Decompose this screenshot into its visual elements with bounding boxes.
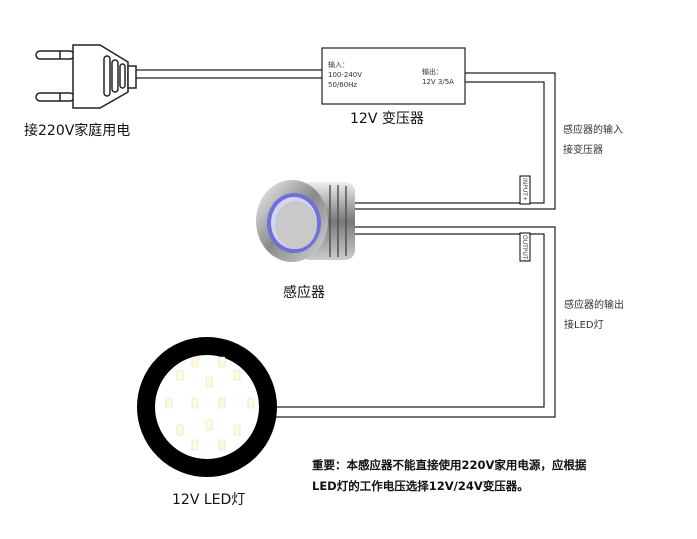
transformer-input-title: 输入： [328,61,349,69]
led-chip [205,376,213,388]
led-chip [191,397,199,409]
led-chip [165,397,173,409]
plug-icon [35,44,137,109]
output-tag-box [519,232,531,262]
wires [135,69,556,418]
transformer-input-voltage: 100-240V [328,71,363,79]
led-chip [191,356,199,368]
transformer-input-freq: 50/60Hz [328,81,358,89]
warning-line2: LED灯的工作电压选择12V/24V变压器。 [312,479,529,493]
led-chip [233,369,241,381]
transformer-box [321,47,466,105]
sensor-icon [256,180,355,262]
input-note-line1: 感应器的输入 [563,125,623,136]
led-chip [191,439,199,451]
sensor-label: 感应器 [283,285,325,301]
led-chip [176,424,184,436]
warning-line1: 重要：本感应器不能直接使用220V家用电源，应根据 [312,458,587,472]
led-label: 12V LED灯 [172,492,246,508]
input-tag: INPUT+ [521,178,528,201]
led-chip [176,369,184,381]
transformer-output-title: 输出： [422,68,443,76]
output-note-line1: 感应器的输出 [564,300,624,311]
plug-label: 接220V家庭用电 [24,123,131,139]
led-chip [233,424,241,436]
led-chip [218,439,226,451]
transformer-label: 12V 变压器 [350,111,424,127]
led-chip [218,356,226,368]
transformer-to-sensor-wire [352,72,556,210]
led-chip [247,397,255,409]
output-tag: OUTPUT- [521,235,528,261]
sensor-to-led-wire [272,226,556,418]
led-chip [218,397,226,409]
output-note-line2: 接LED灯 [564,320,604,331]
input-tag-box [519,175,531,205]
power-cord [135,69,322,79]
input-note-line2: 接变压器 [563,145,603,156]
led-lamp-icon [137,337,277,477]
transformer-output-spec: 12V 3/5A [422,78,454,86]
led-chip [205,419,213,431]
